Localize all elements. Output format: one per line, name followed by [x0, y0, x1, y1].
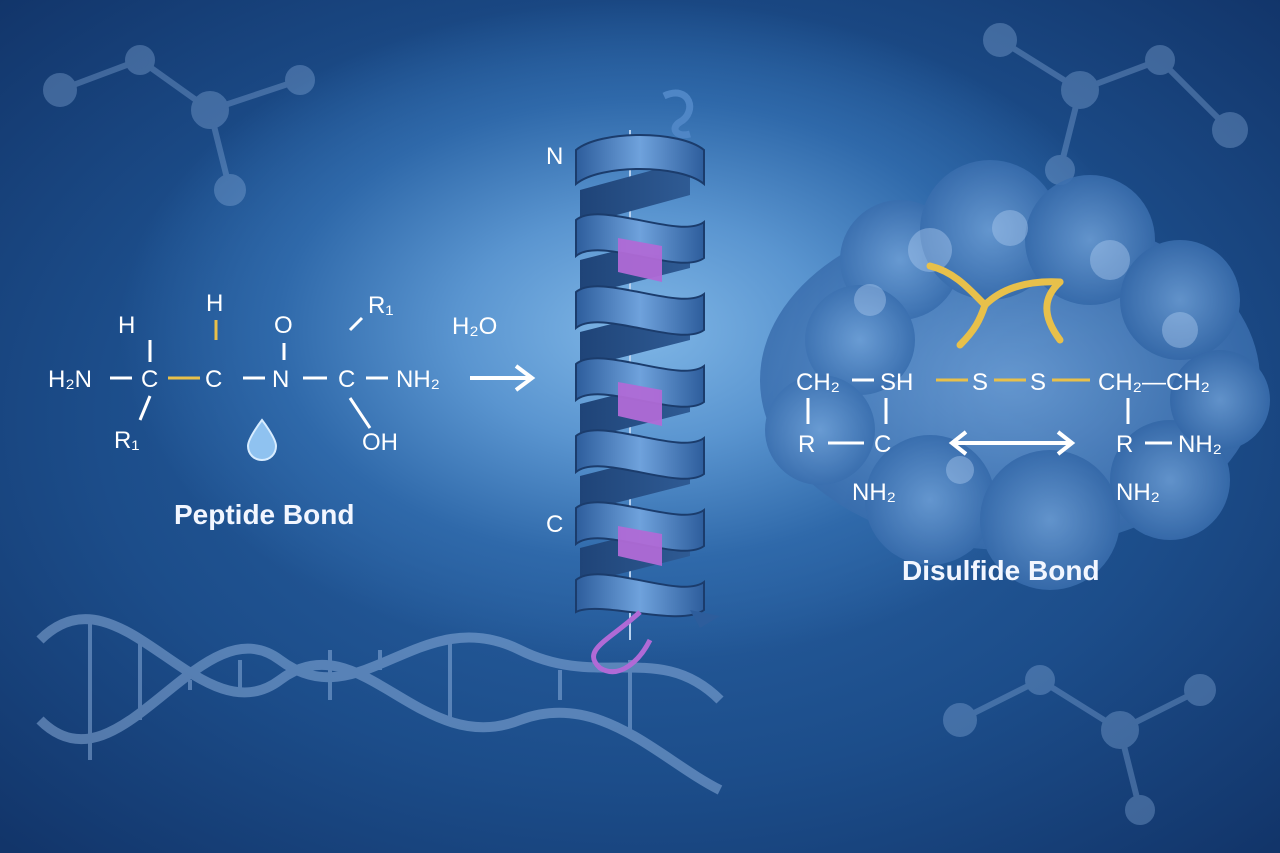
disulfide-r-right: R: [1116, 431, 1133, 458]
helix-n-terminus: N: [546, 143, 563, 170]
background-molecules: [43, 23, 1248, 825]
disulfide-nh2-right-top: NH₂: [1178, 431, 1222, 458]
disulfide-c-left: C: [874, 431, 891, 458]
dna-helix-icon: [36, 614, 724, 795]
disulfide-bond-structure: CH₂ SH S S CH₂—CH₂ R C NH₂ R NH₂ NH₂ Dis…: [796, 369, 1222, 586]
disulfide-s2: S: [1030, 369, 1046, 396]
peptide-nh2: NH₂: [396, 366, 440, 393]
double-arrow-icon: [948, 430, 1076, 456]
disulfide-bond-caption: Disulfide Bond: [902, 555, 1100, 586]
peptide-c3: C: [338, 366, 355, 393]
right-arrow-icon: [470, 364, 536, 392]
disulfide-ch2-left: CH₂: [796, 369, 840, 396]
disulfide-sh: SH: [880, 369, 913, 396]
water-label: H₂O: [452, 313, 497, 340]
disulfide-nh2-right-bottom: NH₂: [1116, 479, 1160, 506]
peptide-oh: OH: [362, 429, 398, 456]
peptide-bond-caption: Peptide Bond: [174, 499, 354, 530]
disulfide-ch2-ch2: CH₂—CH₂: [1098, 369, 1210, 396]
peptide-h-top-2: H: [206, 290, 223, 317]
peptide-c1: C: [141, 366, 158, 393]
disulfide-crosslink-icon: [926, 262, 1064, 349]
peptide-o-top: O: [274, 312, 293, 339]
peptide-bond-structure: H H₂N C R₁ H C O N R₁ C NH₂ OH Peptide B…: [48, 290, 440, 530]
disulfide-nh2-left: NH₂: [852, 479, 896, 506]
peptide-r1-bottom: R₁: [114, 427, 139, 454]
peptide-n: N: [272, 366, 289, 393]
helix-c-terminus: C: [546, 511, 563, 538]
water-droplet-icon: [246, 418, 278, 462]
peptide-h-top-1: H: [118, 312, 135, 339]
disulfide-r-left: R: [798, 431, 815, 458]
peptide-r1-top: R₁: [368, 292, 393, 319]
protein-surface-highlights: [854, 210, 1198, 484]
disulfide-s1: S: [972, 369, 988, 396]
peptide-c2: C: [205, 366, 222, 393]
peptide-h2n: H₂N: [48, 366, 92, 393]
alpha-helix-ribbon: N C: [546, 89, 720, 675]
